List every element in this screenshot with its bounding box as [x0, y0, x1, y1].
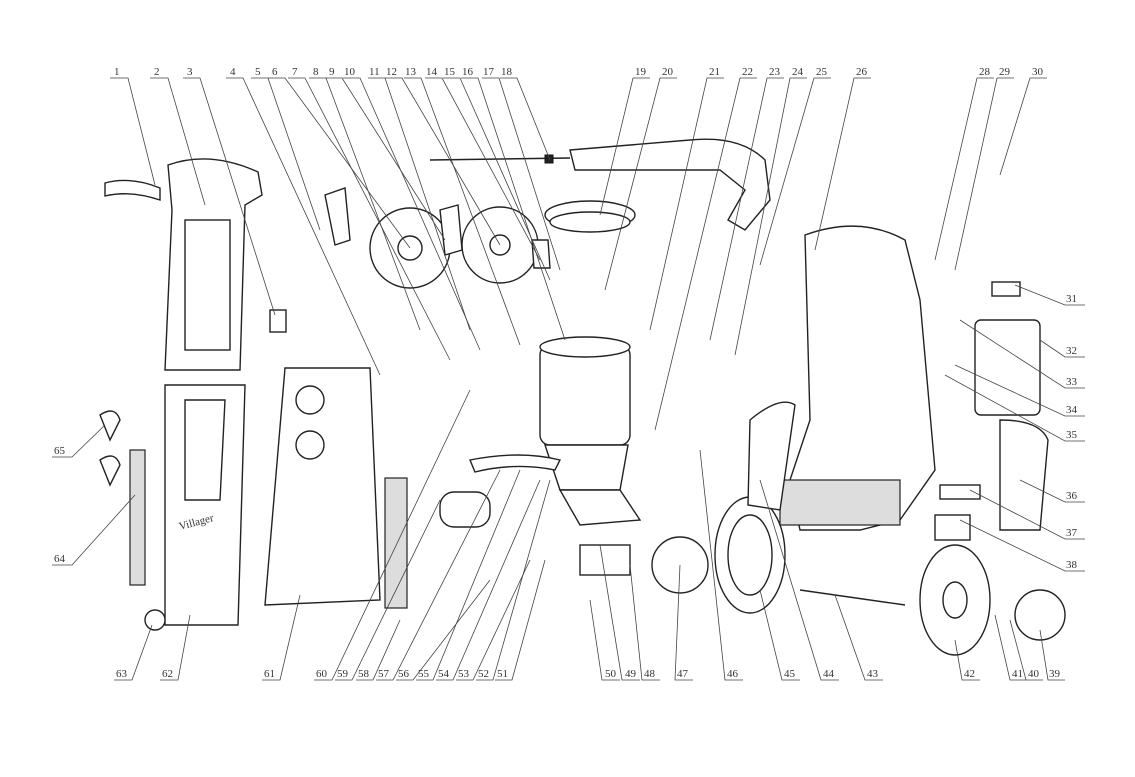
label-42: 42: [964, 668, 975, 680]
part-labels: 1 2 3 4 5 6 7 8 9 10 11 12 13 14 15 16 1…: [54, 66, 1078, 680]
label-53: 53: [458, 668, 470, 680]
label-15: 15: [444, 66, 456, 78]
label-52: 52: [478, 668, 489, 680]
label-40: 40: [1028, 668, 1040, 680]
label-31: 31: [1066, 293, 1077, 305]
label-10: 10: [344, 66, 356, 78]
label-21: 21: [709, 66, 720, 78]
label-17: 17: [483, 66, 495, 78]
parts-drawing: [99, 138, 1066, 656]
label-49: 49: [625, 668, 637, 680]
label-60: 60: [316, 668, 328, 680]
label-22: 22: [742, 66, 753, 78]
part-handle-grip: [104, 179, 161, 201]
label-4: 4: [230, 66, 236, 78]
label-46: 46: [727, 668, 739, 680]
label-35: 35: [1066, 429, 1078, 441]
label-57: 57: [378, 668, 390, 680]
label-63: 63: [116, 668, 128, 680]
label-54: 54: [438, 668, 450, 680]
label-24: 24: [792, 66, 804, 78]
label-7: 7: [292, 66, 298, 78]
label-37: 37: [1066, 527, 1078, 539]
label-61: 61: [264, 668, 275, 680]
label-55: 55: [418, 668, 430, 680]
label-16: 16: [462, 66, 474, 78]
label-3: 3: [187, 66, 193, 78]
label-65: 65: [54, 445, 66, 457]
part-housing-left: [264, 367, 381, 606]
label-36: 36: [1066, 490, 1078, 502]
part-detergent-tank: [974, 319, 1041, 416]
label-20: 20: [662, 66, 674, 78]
part-main-frame: [789, 225, 936, 531]
label-62: 62: [162, 668, 173, 680]
label-14: 14: [426, 66, 438, 78]
label-64: 64: [54, 553, 66, 565]
label-12: 12: [386, 66, 397, 78]
label-9: 9: [329, 66, 335, 78]
label-38: 38: [1066, 559, 1078, 571]
label-25: 25: [816, 66, 828, 78]
label-6: 6: [272, 66, 278, 78]
label-26: 26: [856, 66, 868, 78]
part-motor: [539, 344, 631, 446]
leader-lines: [52, 77, 1085, 681]
label-56: 56: [398, 668, 410, 680]
label-44: 44: [823, 668, 835, 680]
label-48: 48: [644, 668, 656, 680]
label-47: 47: [677, 668, 689, 680]
label-29: 29: [999, 66, 1011, 78]
label-58: 58: [358, 668, 370, 680]
label-50: 50: [605, 668, 617, 680]
label-33: 33: [1066, 376, 1078, 388]
label-18: 18: [501, 66, 513, 78]
label-41: 41: [1012, 668, 1023, 680]
label-51: 51: [497, 668, 508, 680]
label-5: 5: [255, 66, 261, 78]
label-11: 11: [369, 66, 380, 78]
label-45: 45: [784, 668, 796, 680]
label-28: 28: [979, 66, 991, 78]
label-39: 39: [1049, 668, 1061, 680]
label-32: 32: [1066, 345, 1077, 357]
label-19: 19: [635, 66, 647, 78]
label-23: 23: [769, 66, 781, 78]
label-43: 43: [867, 668, 879, 680]
label-2: 2: [154, 66, 160, 78]
label-1: 1: [114, 66, 120, 78]
label-34: 34: [1066, 404, 1078, 416]
label-59: 59: [337, 668, 349, 680]
label-8: 8: [313, 66, 319, 78]
label-13: 13: [405, 66, 417, 78]
label-30: 30: [1032, 66, 1044, 78]
